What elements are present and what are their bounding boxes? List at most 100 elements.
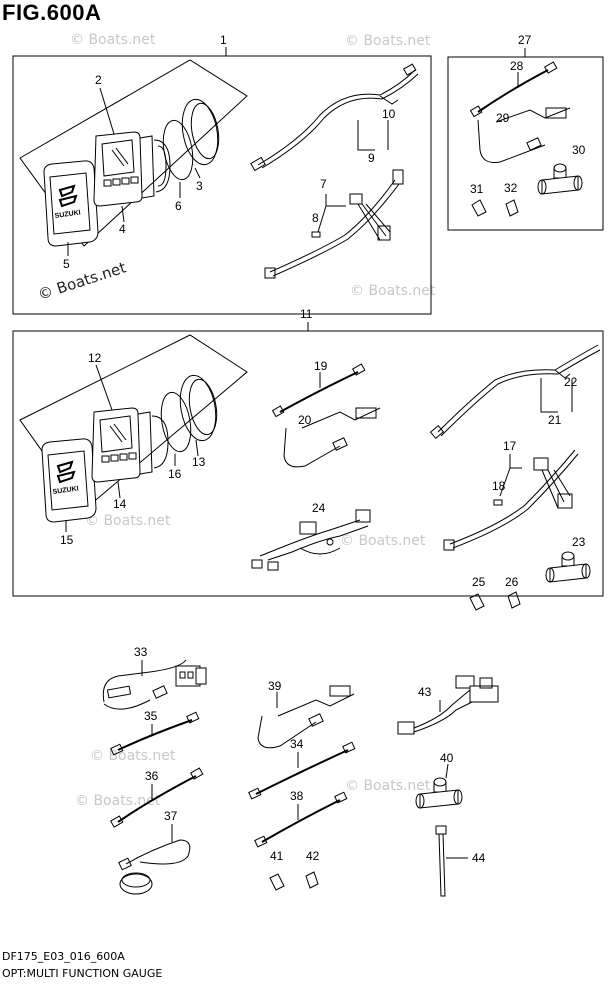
- callout-8: 8: [312, 211, 319, 225]
- footer-description: OPT:MULTI FUNCTION GAUGE: [2, 967, 163, 980]
- callout-29: 29: [496, 111, 510, 125]
- callout-39: 39: [268, 679, 282, 693]
- callout-4: 4: [119, 222, 126, 236]
- cable-20: [283, 427, 341, 468]
- callout-30: 30: [572, 143, 586, 157]
- callout-19: 19: [314, 359, 328, 373]
- cap-26: [507, 591, 521, 609]
- callout-14: 14: [113, 497, 127, 511]
- cable-35: [117, 719, 193, 751]
- gauge-bezel-15: SUZUKI: [41, 438, 97, 523]
- callout-3: 3: [196, 179, 203, 193]
- harness-24: [251, 509, 371, 571]
- harness-7: [264, 169, 404, 279]
- callout-32: 32: [504, 181, 518, 195]
- watermark-faint: © Boats.net: [70, 32, 156, 48]
- watermark-faint: © Boats.net: [345, 33, 431, 49]
- callout-12: 12: [88, 351, 102, 365]
- callout-44: 44: [472, 851, 486, 865]
- callout-15: 15: [60, 533, 74, 547]
- callout-5: 5: [63, 257, 70, 271]
- assembly-1: SUZUKI: [12, 47, 432, 315]
- callout-6: 6: [175, 199, 182, 213]
- seal-ring-6: [162, 119, 194, 181]
- harness-21: [429, 344, 601, 439]
- callout-26: 26: [505, 575, 519, 589]
- tee-connector-40: [415, 763, 463, 809]
- callout-35: 35: [144, 709, 158, 723]
- cap-42: [305, 871, 319, 889]
- callout-34: 34: [290, 737, 304, 751]
- cable-39: [257, 715, 317, 749]
- tee-connector-30: [537, 163, 583, 195]
- callout-10: 10: [382, 107, 396, 121]
- callout-17: 17: [503, 439, 517, 453]
- cable-33: [102, 659, 207, 710]
- cable-36: [117, 775, 197, 823]
- watermark-faint: © Boats.net: [90, 748, 176, 764]
- gauge-body-4: [93, 131, 171, 207]
- watermark-main: © Boats.net: [36, 258, 129, 303]
- cable-29: [477, 119, 546, 163]
- callout-24: 24: [312, 501, 326, 515]
- watermark-faint: © Boats.net: [75, 793, 161, 809]
- footer-code: DF175_E03_016_600A: [2, 950, 125, 963]
- svg-text:SUZUKI: SUZUKI: [54, 209, 81, 220]
- gauge-body-14: [91, 407, 169, 483]
- callout-1: 1: [220, 33, 227, 47]
- callout-40: 40: [440, 751, 454, 765]
- adapter-cable-43: [397, 675, 499, 735]
- cable-tie-44: [435, 825, 468, 897]
- cap-31: [471, 199, 487, 217]
- callout-21: 21: [548, 413, 562, 427]
- seal-ring-16: [160, 391, 192, 453]
- watermark-faint: © Boats.net: [85, 513, 171, 529]
- watermark-faint: © Boats.net: [345, 778, 431, 794]
- cable-34: [255, 749, 349, 795]
- callout-22: 22: [564, 375, 578, 389]
- callout-31: 31: [470, 182, 484, 196]
- harness-17: [443, 449, 579, 551]
- callout-11: 11: [300, 307, 313, 321]
- callout-28: 28: [510, 59, 524, 73]
- callout-23: 23: [572, 535, 586, 549]
- cable-38: [261, 799, 341, 843]
- callout-37: 37: [164, 809, 178, 823]
- mounting-nut-13: [179, 374, 218, 442]
- callout-36: 36: [145, 769, 159, 783]
- callout-27: 27: [518, 33, 532, 47]
- loose-parts: [102, 659, 499, 897]
- callout-numbers: 1 2 3 4 5 6 7 8 9 10 11 12 13 14 15 16 1…: [60, 33, 586, 865]
- kit-27: [447, 48, 604, 231]
- cap-41: [269, 873, 285, 891]
- callout-9: 9: [368, 151, 375, 165]
- watermark-faint: © Boats.net: [340, 533, 426, 549]
- gauge-bezel-5: SUZUKI: [43, 160, 99, 247]
- figure-title: FIG.600A: [2, 0, 102, 25]
- callout-41: 41: [270, 849, 284, 863]
- callout-7: 7: [320, 177, 327, 191]
- tee-connector-23: [545, 551, 591, 583]
- callout-13: 13: [192, 455, 206, 469]
- cable-28: [477, 69, 549, 113]
- callout-42: 42: [306, 849, 320, 863]
- callout-25: 25: [472, 575, 486, 589]
- assembly-1-frame: [12, 55, 432, 315]
- assembly-11: SUZUKI: [12, 322, 604, 611]
- cap-25: [469, 593, 485, 611]
- callout-2: 2: [95, 73, 102, 87]
- callout-33: 33: [134, 645, 148, 659]
- sensor-37: [118, 824, 191, 895]
- watermark-faint: © Boats.net: [350, 283, 436, 299]
- watermarks-faint: © Boats.net © Boats.net © Boats.net © Bo…: [70, 32, 436, 809]
- callout-20: 20: [298, 413, 312, 427]
- mounting-nut-3: [181, 98, 220, 166]
- callout-16: 16: [168, 467, 182, 481]
- callout-43: 43: [418, 685, 432, 699]
- harness-9: [250, 63, 419, 172]
- callout-18: 18: [492, 479, 506, 493]
- callout-38: 38: [290, 789, 304, 803]
- cap-32: [505, 199, 519, 217]
- cable-19: [279, 371, 359, 413]
